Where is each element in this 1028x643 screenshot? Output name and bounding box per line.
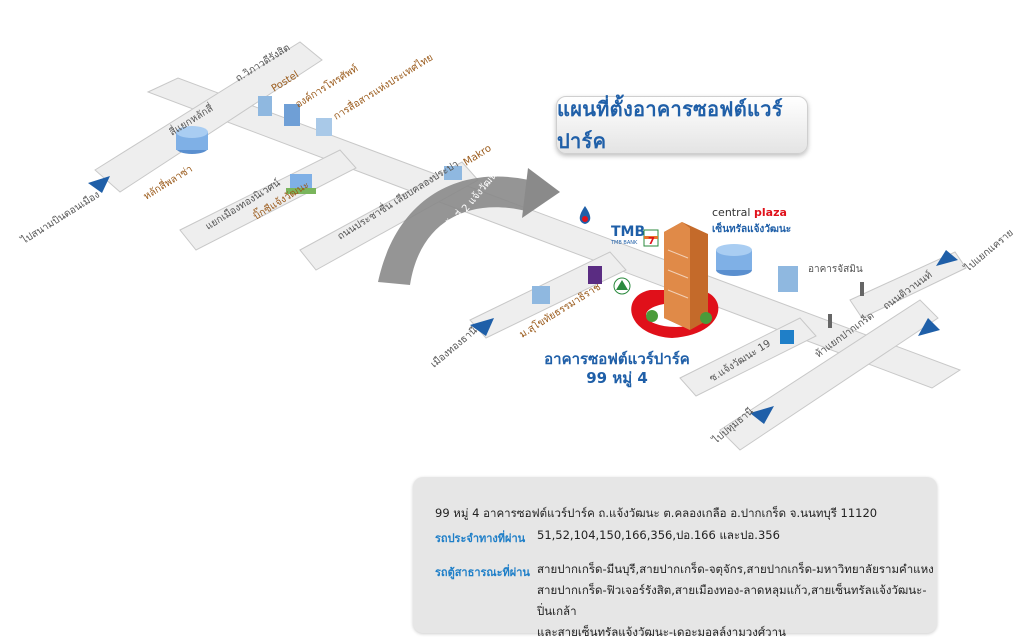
traffic-light: [828, 282, 864, 328]
expressway-arrowhead: [522, 168, 560, 218]
postel-building: [258, 96, 332, 136]
arrow-pakkret: [918, 318, 940, 336]
label-dir-bangkrasor: ไปแยกแคราย: [961, 227, 1015, 275]
bus-label: รถประจำทางที่ผ่าน: [435, 532, 526, 545]
site-name: อาคารซอฟต์แวร์ปาร์ค: [544, 350, 690, 368]
label-makro: Makro: [462, 143, 494, 169]
bangkrasor-road: [849, 251, 967, 319]
laksi-building: [176, 126, 208, 154]
site-label: อาคารซอฟต์แวร์ปาร์ค 99 หมู่ 4: [532, 350, 702, 388]
central-brand2-text: plaza: [754, 206, 787, 219]
central-label: เซ็นทรัลแจ้งวัฒนะ: [712, 221, 791, 235]
van-route-line: สายปากเกร็ด-ฟิวเจอร์รังสิต,สายเมืองทอง-ล…: [537, 583, 927, 618]
tmb-text: TMB: [611, 224, 645, 240]
van-route-line: สายปากเกร็ด-มีนบุรี,สายปากเกร็ด-จตุจักร,…: [537, 562, 934, 576]
software-park-tower: [631, 222, 719, 338]
label-office-building: อาคารจัสมิน: [808, 264, 863, 275]
seven-text: 7: [648, 236, 655, 247]
label-dir-don-mueang: ไปสนามบินดอนเมือง: [18, 189, 102, 247]
ptt-logo: [579, 206, 591, 224]
central-brand-text: central: [712, 206, 750, 219]
arrow-pathum: [750, 406, 774, 424]
label-cat: การสื่อสารแห่งประเทศไทย: [330, 50, 435, 123]
seven-eleven-logo: 7: [643, 229, 659, 247]
tmb-logo: TMB TMB BANK: [610, 224, 645, 246]
bus-routes: 51,52,104,150,166,356,ปอ.166 และปอ.356: [537, 528, 780, 542]
bigc-building: [286, 174, 316, 194]
van-label: รถตู้สาธารณะที่ผ่าน: [435, 566, 530, 579]
suksa-building: [532, 286, 550, 304]
central-building: [716, 244, 752, 276]
scb-logo: [588, 266, 602, 284]
map-title: แผนที่ตั้งอาคารซอฟต์แวร์ปาร์ค: [556, 96, 808, 154]
arrow-muang-thong: [470, 318, 494, 336]
arrow-don-mueang: [88, 176, 110, 193]
vibhavadi-road: [94, 41, 323, 193]
van-route-line: และสายเซ็นทรัลแจ้งวัฒนะ-เดอะมอลล์งามวงศ์…: [537, 625, 786, 639]
kbank-logo: [613, 277, 631, 295]
pakkret-road: [719, 299, 939, 451]
arrow-bangkrasor: [936, 250, 958, 266]
office-building: [778, 266, 798, 292]
makro-building: [444, 166, 462, 180]
info-box: 99 หมู่ 4 อาคารซอฟต์แวร์ปาร์ค ถ.แจ้งวัฒน…: [413, 477, 937, 639]
van-routes: สายปากเกร็ด-มีนบุรี,สายปากเกร็ด-จตุจักร,…: [537, 559, 937, 643]
tmb-sub-text: TMB BANK: [610, 240, 638, 246]
site-address-short: 99 หมู่ 4: [586, 369, 648, 387]
full-address: 99 หมู่ 4 อาคารซอฟต์แวร์ปาร์ค ถ.แจ้งวัฒน…: [435, 506, 878, 520]
expressway-arc: [378, 176, 548, 285]
bank-logo: [780, 330, 794, 344]
label-dir-muang-thong: เมืองทองธานี: [428, 324, 479, 370]
